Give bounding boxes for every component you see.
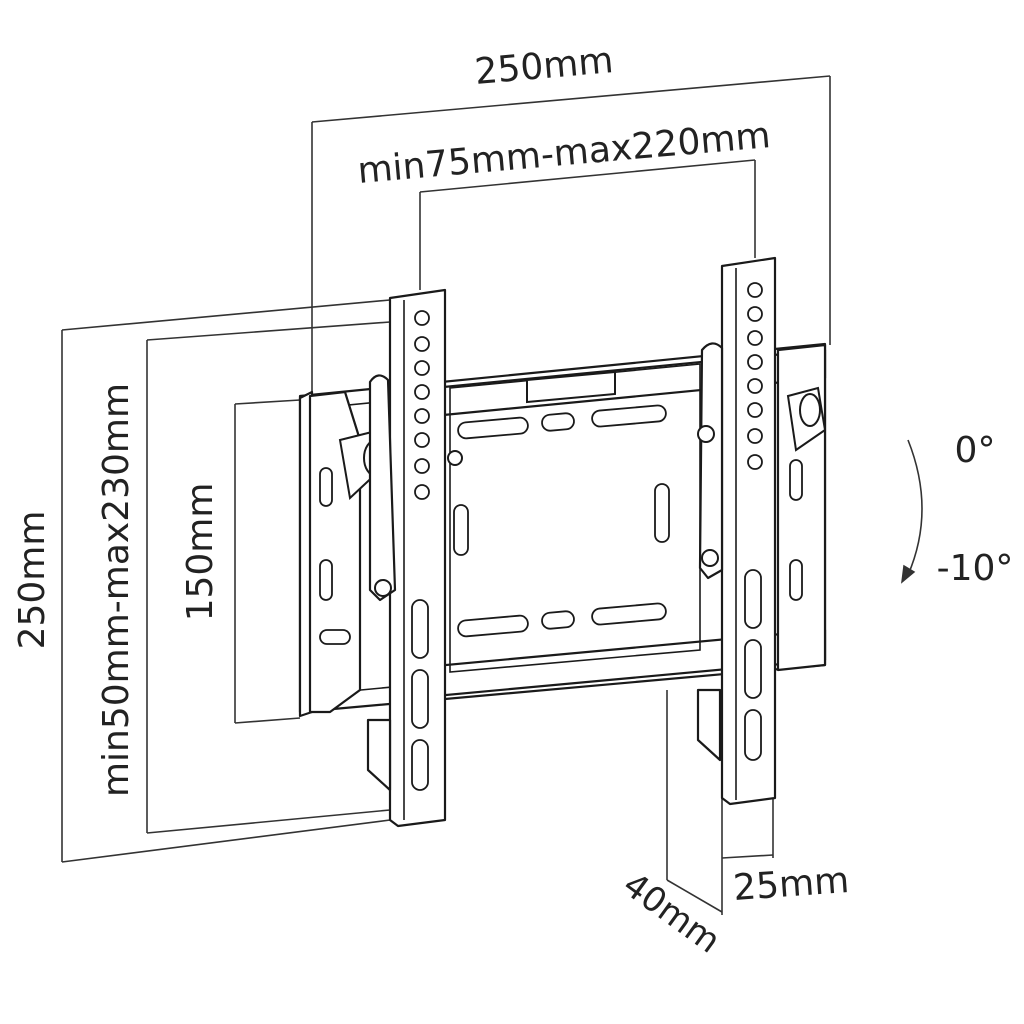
- vesa-height-label: min50mm-max230mm: [96, 383, 137, 797]
- dimension-lines: [61, 75, 831, 915]
- arm-depth-label: 25mm: [732, 860, 851, 909]
- left-side-bracket: [298, 390, 389, 718]
- right-vertical-arm: [696, 256, 777, 806]
- tilt-arrow: [901, 439, 923, 584]
- vesa-width-label: min75mm-max220mm: [356, 115, 772, 192]
- overall-height-label: 250mm: [12, 511, 53, 650]
- left-vertical-arm: [366, 288, 463, 828]
- inner-height-label: 150mm: [180, 483, 221, 622]
- overall-width-label: 250mm: [473, 40, 615, 93]
- tilt-lower-angle-label: -10°: [937, 548, 1014, 589]
- tilt-upper-angle-label: 0°: [955, 430, 996, 471]
- wall-depth-label: 40mm: [615, 865, 727, 962]
- right-side-bracket: [776, 343, 827, 672]
